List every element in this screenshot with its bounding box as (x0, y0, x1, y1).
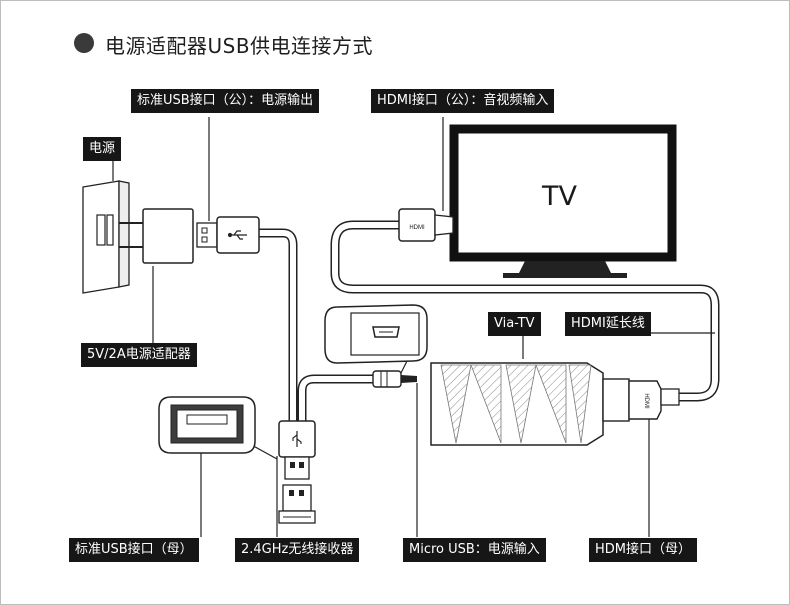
micro-usb-plug-icon (372, 370, 417, 388)
hdmi-plug-mark: HDMI (409, 225, 425, 231)
hdmi-extension-cable (330, 220, 720, 402)
usb-symbol-icon (227, 230, 247, 240)
usb-dongle-icon (278, 484, 316, 524)
usb-female-port-icon (158, 396, 256, 454)
hdmi-plug-icon: HDMI (398, 208, 454, 242)
micro-usb-cable (297, 374, 378, 426)
title-bullet-icon (74, 33, 94, 53)
usb-plug-vertical-icon (278, 420, 316, 480)
label-via-tv: Via-TV (488, 312, 541, 336)
hdmi-port-mark: HDMI (643, 393, 649, 409)
label-power-adapter: 5V/2A电源适配器 (81, 343, 197, 367)
label-hdmi-female: HDM接口（母） (589, 538, 698, 562)
via-tv-stick-icon: HDMI (430, 362, 680, 446)
label-usb-female: 标准USB接口（母） (69, 538, 199, 562)
tv-icon (449, 124, 677, 278)
label-hdmi-male-input: HDMI接口（公）：音视频输入 (371, 89, 555, 113)
page-title: 电源适配器USB供电连接方式 (105, 34, 374, 58)
power-adapter-icon (119, 208, 194, 264)
micro-usb-port-icon (324, 304, 428, 364)
label-micro-usb-input: Micro USB：电源输入 (403, 538, 546, 562)
tv-label: TV (542, 181, 577, 212)
power-outlet-icon (82, 180, 130, 294)
label-wireless-receiver: 2.4GHz无线接收器 (235, 538, 360, 562)
label-hdmi-extension: HDMI延长线 (565, 312, 651, 336)
usb-power-cable (254, 228, 298, 426)
label-power-source: 电源 (83, 137, 122, 161)
label-usb-male-output: 标准USB接口（公）：电源输出 (131, 89, 320, 113)
